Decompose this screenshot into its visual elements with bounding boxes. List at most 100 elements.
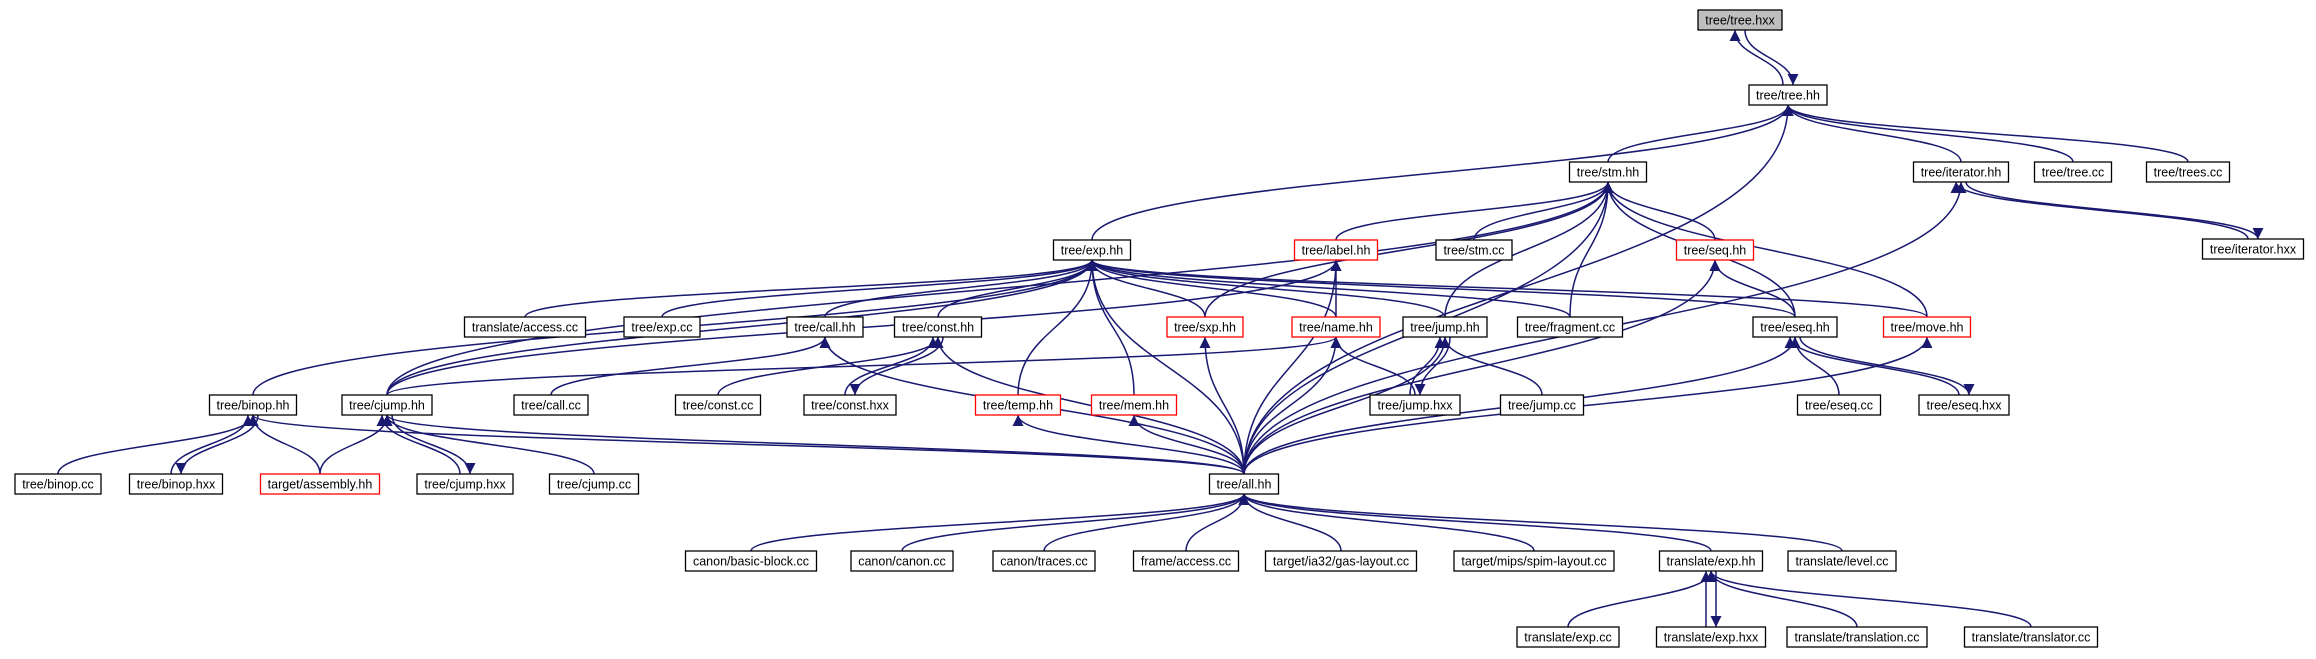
node-translator-cc[interactable]: translate/translator.cc	[1963, 626, 2099, 648]
node-const-hh[interactable]: tree/const.hh	[893, 316, 983, 338]
node-translate-exp-hh[interactable]: translate/exp.hh	[1658, 550, 1764, 572]
node-frame-access-cc[interactable]: frame/access.cc	[1132, 550, 1240, 572]
edge-tree_cc-to-tree_hh	[1782, 104, 2074, 163]
node-label: tree/trees.cc	[2154, 166, 2223, 180]
node-const-cc[interactable]: tree/const.cc	[674, 394, 762, 416]
node-label: target/ia32/gas-layout.cc	[1273, 555, 1409, 569]
node-box	[1291, 316, 1381, 338]
node-translate-exp-hxx[interactable]: translate/exp.hxx	[1655, 626, 1767, 648]
edge-name_hh-to-exp_hh	[1086, 259, 1337, 318]
node-box	[684, 550, 818, 572]
node-call-hh[interactable]: tree/call.hh	[786, 316, 864, 338]
node-label-hh[interactable]: tree/label.hh	[1293, 239, 1379, 261]
node-assembly-hh[interactable]: target/assembly.hh	[259, 473, 381, 495]
node-translate-access-cc[interactable]: translate/access.cc	[463, 316, 587, 338]
node-sxp-hh[interactable]: tree/sxp.hh	[1166, 316, 1244, 338]
edge-trees_cc-to-tree_hh	[1782, 104, 2189, 163]
node-canon-cc[interactable]: canon/canon.cc	[850, 550, 954, 572]
edge-all_hh-to-jump_hh	[1243, 336, 1451, 475]
node-binop-hh[interactable]: tree/binop.hh	[208, 394, 298, 416]
node-jump-hxx[interactable]: tree/jump.hxx	[1369, 394, 1461, 416]
node-move-hh[interactable]: tree/move.hh	[1882, 316, 1972, 338]
node-traces-cc[interactable]: canon/traces.cc	[992, 550, 1096, 572]
node-box	[1675, 239, 1755, 261]
node-binop-cc[interactable]: tree/binop.cc	[14, 473, 102, 495]
node-label: tree/label.hh	[1302, 244, 1371, 258]
node-label: tree/mem.hh	[1099, 399, 1169, 413]
edge-tree_hh-to-tree_hxx	[1729, 29, 1784, 86]
edge-all_hh-to-move_hh	[1243, 336, 1933, 475]
node-label: tree/jump.hh	[1410, 321, 1480, 335]
node-eseq-hxx[interactable]: tree/eseq.hxx	[1918, 394, 2010, 416]
node-stm-hh[interactable]: tree/stm.hh	[1568, 161, 1648, 183]
node-box	[208, 394, 298, 416]
edge-eseq_hh-to-eseq_hxx	[1799, 336, 1975, 396]
node-label: tree/iterator.hh	[1921, 166, 2002, 180]
node-tree-hxx[interactable]: tree/tree.hxx	[1697, 9, 1783, 31]
node-tree-hh[interactable]: tree/tree.hh	[1748, 84, 1828, 106]
node-label: tree/cjump.hh	[349, 399, 425, 413]
node-label: tree/jump.hxx	[1377, 399, 1453, 413]
node-box	[2201, 238, 2305, 260]
node-gas-layout-cc[interactable]: target/ia32/gas-layout.cc	[1264, 550, 1418, 572]
node-call-cc[interactable]: tree/call.cc	[513, 394, 589, 416]
node-iterator-hh[interactable]: tree/iterator.hh	[1912, 161, 2010, 183]
node-label: frame/access.cc	[1141, 555, 1231, 569]
node-box	[463, 316, 587, 338]
node-tree-cc[interactable]: tree/tree.cc	[2033, 161, 2113, 183]
node-translate-level-cc[interactable]: translate/level.cc	[1787, 550, 1897, 572]
node-trees-cc[interactable]: tree/trees.cc	[2145, 161, 2231, 183]
node-box	[1402, 316, 1488, 338]
node-const-hxx[interactable]: tree/const.hxx	[803, 394, 897, 416]
node-binop-hxx[interactable]: tree/binop.hxx	[128, 473, 224, 495]
node-box	[14, 473, 102, 495]
node-box	[128, 473, 224, 495]
node-fragment-cc[interactable]: tree/fragment.cc	[1516, 316, 1624, 338]
node-stm-cc[interactable]: tree/stm.cc	[1435, 239, 1513, 261]
node-box	[893, 316, 983, 338]
node-box	[1787, 550, 1897, 572]
node-label: tree/tree.hxx	[1705, 14, 1775, 28]
node-jump-cc[interactable]: tree/jump.cc	[1499, 394, 1585, 416]
node-label: tree/eseq.hxx	[1926, 399, 2002, 413]
edge-translator_cc-to-translate_exp_hh	[1705, 570, 2032, 628]
node-box	[341, 394, 433, 416]
node-label: translate/translator.cc	[1972, 631, 2091, 645]
node-seq-hh[interactable]: tree/seq.hh	[1675, 239, 1755, 261]
edge-sxp_hh-to-stm_hh	[1204, 181, 1614, 318]
node-mem-hh[interactable]: tree/mem.hh	[1090, 394, 1178, 416]
node-label: canon/traces.cc	[1000, 555, 1088, 569]
node-all-hh[interactable]: tree/all.hh	[1208, 473, 1280, 495]
node-label: target/assembly.hh	[268, 478, 373, 492]
edge-all_hh-to-binop_hh	[247, 414, 1245, 475]
node-translation-cc[interactable]: translate/translation.cc	[1786, 626, 1928, 648]
node-name-hh[interactable]: tree/name.hh	[1291, 316, 1381, 338]
node-box	[803, 394, 897, 416]
node-cjump-hh[interactable]: tree/cjump.hh	[341, 394, 433, 416]
edge-traces_cc-to-all_hh	[1043, 493, 1250, 552]
node-eseq-cc[interactable]: tree/eseq.cc	[1796, 394, 1882, 416]
edge-frame_access_cc-to-all_hh	[1185, 493, 1250, 552]
node-label: canon/canon.cc	[858, 555, 946, 569]
node-label: tree/exp.hh	[1061, 244, 1124, 258]
node-cjump-cc[interactable]: tree/cjump.cc	[548, 473, 640, 495]
node-box	[1090, 394, 1178, 416]
node-exp-hh[interactable]: tree/exp.hh	[1052, 239, 1132, 261]
node-label: tree/eseq.hh	[1760, 321, 1830, 335]
node-cjump-hxx[interactable]: tree/cjump.hxx	[416, 473, 514, 495]
node-basic-block-cc[interactable]: canon/basic-block.cc	[684, 550, 818, 572]
node-spim-layout-cc[interactable]: target/mips/spim-layout.cc	[1453, 550, 1615, 572]
node-box	[1697, 9, 1783, 31]
node-box	[1658, 550, 1764, 572]
node-temp-hh[interactable]: tree/temp.hh	[974, 394, 1062, 416]
edge-call_cc-to-call_hh	[550, 336, 831, 396]
node-iterator-hxx[interactable]: tree/iterator.hxx	[2201, 238, 2305, 260]
edge-label_hh-to-stm_hh	[1335, 181, 1614, 241]
node-label: tree/stm.cc	[1443, 244, 1504, 258]
edge-jump_hh-to-stm_hh	[1444, 181, 1614, 318]
node-translate-exp-cc[interactable]: translate/exp.cc	[1516, 626, 1620, 648]
node-jump-hh[interactable]: tree/jump.hh	[1402, 316, 1488, 338]
node-eseq-hh[interactable]: tree/eseq.hh	[1752, 316, 1838, 338]
node-exp-cc[interactable]: tree/exp.cc	[623, 316, 701, 338]
edge-exp_cc-to-exp_hh	[661, 259, 1098, 318]
